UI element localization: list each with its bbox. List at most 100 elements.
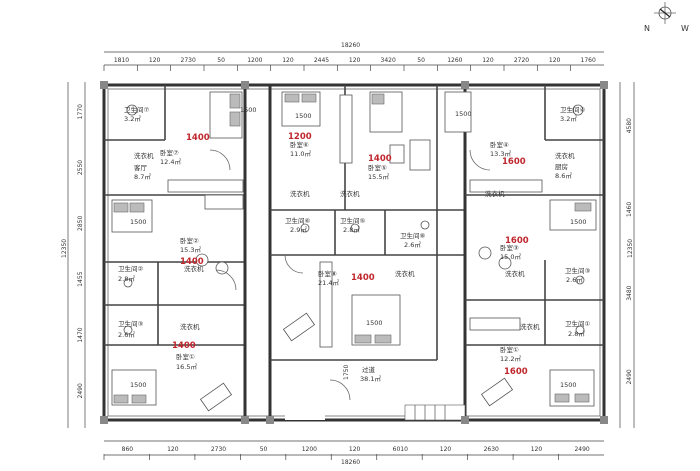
toilet-icon	[126, 104, 138, 116]
toilet-icon	[420, 220, 430, 230]
bed-size: 1500	[366, 319, 383, 327]
dim-top-value: 2445	[314, 57, 329, 64]
bed-size: 1500	[295, 112, 312, 120]
room-name: 卫生间③	[565, 266, 591, 275]
dim-bottom-value: 120	[440, 446, 452, 453]
dim-top-value: 1760	[581, 57, 596, 64]
dim-top-value: 2720	[514, 57, 529, 64]
room-name: 过道	[362, 365, 376, 374]
dim-bottom-value: 1200	[302, 446, 317, 453]
bed-width: 1400	[180, 257, 204, 267]
toilet-icon	[123, 325, 133, 335]
room-area: 2.9㎡	[290, 225, 307, 234]
bed-width: 1600	[504, 367, 528, 377]
room-area: 12.4㎡	[160, 157, 181, 166]
outer-walls	[102, 83, 606, 422]
chair-icon	[478, 246, 492, 260]
dim-top-value: 2730	[181, 57, 196, 64]
room-name: 卧室⑤	[368, 163, 387, 172]
chair-icon	[215, 261, 229, 275]
bed-icon	[444, 91, 472, 133]
bed-width: 1400	[368, 154, 392, 164]
washer-label: 洗衣机	[290, 189, 310, 198]
dim-right-value: 1460	[626, 202, 633, 217]
washer-label: 洗衣机	[134, 151, 154, 160]
room-name: 卫生间⑦	[124, 105, 150, 114]
room-name: 卫生间②	[118, 264, 144, 273]
dim-left-value: 1455	[77, 271, 84, 286]
dim-top-value: 1200	[247, 57, 262, 64]
interior-walls	[104, 85, 604, 421]
dim-right-value: 4580	[626, 118, 633, 133]
room-name: 卧室②	[180, 236, 199, 245]
dim-bottom-value: 50	[260, 446, 268, 453]
dim-top-value: 1260	[447, 57, 462, 64]
room-area: 15.0㎡	[500, 252, 521, 261]
room-area: 12.2㎡	[500, 354, 521, 363]
room-name: 卧室①	[500, 345, 519, 354]
dim-bottom-value: 120	[531, 446, 543, 453]
dim-top-value: 50	[417, 57, 425, 64]
dim-top-value: 120	[149, 57, 161, 64]
room-name: 客厅	[134, 163, 148, 172]
bed-size: 1500	[560, 381, 577, 389]
right-total-dim: 12350	[627, 239, 634, 258]
washer-label: 洗衣机	[520, 322, 540, 331]
toilet-icon	[300, 223, 310, 233]
room-name: 卫生间④	[560, 105, 586, 114]
dim-bottom-value: 860	[122, 446, 134, 453]
columns	[100, 81, 608, 424]
room-area: 8.6㎡	[555, 171, 572, 180]
bed-size: 1500	[240, 106, 257, 114]
room-labels: 卫生间⑦ 3.2㎡ 卧室⑦ 12.4㎡ 1400 客厅 8.7㎡ 卧室⑥ 11.…	[118, 105, 591, 389]
dim-bottom-value: 6010	[393, 446, 408, 453]
overall-dim-bottom: 18260	[341, 459, 360, 466]
left-total-dim: 12350	[61, 239, 68, 258]
side-dimensions: 12350 12350 1770255028501455147024904580…	[61, 82, 635, 428]
dim-top-value: 1810	[114, 57, 129, 64]
washer-label: 洗衣机	[395, 269, 415, 278]
room-name: 卫生间⑧	[400, 231, 426, 240]
room-area: 15.5㎡	[368, 172, 389, 181]
bed-width: 1400	[172, 341, 196, 351]
washer-label: 洗衣机	[184, 264, 204, 273]
dim-left-value: 2850	[77, 216, 84, 231]
toilet-icon	[575, 325, 585, 335]
bed-width: 1600	[505, 236, 529, 246]
sofa-icon	[409, 139, 431, 171]
room-name: 卧室④	[490, 140, 509, 149]
room-name: 卧室①	[176, 352, 195, 361]
chair-icon	[498, 256, 512, 270]
dim-right-value: 2490	[626, 369, 633, 384]
dim-right-value: 3480	[626, 285, 633, 300]
room-area: 2.6㎡	[404, 240, 421, 249]
dim-bottom-value: 120	[167, 446, 179, 453]
dim-bottom-value: 2730	[211, 446, 226, 453]
room-name: 卧室⑥	[290, 140, 309, 149]
lounge-chair-icon	[282, 312, 316, 342]
bed-size: 1500	[570, 218, 587, 226]
room-name: 厨房	[555, 162, 568, 171]
lounge-chair-icon	[199, 382, 233, 412]
dim-left-value: 1470	[77, 327, 84, 342]
room-area: 38.1㎡	[360, 374, 381, 383]
toilet-icon	[572, 104, 584, 116]
room-area: 21.4㎡	[318, 278, 339, 287]
room-name: 卫生间⑥	[285, 216, 311, 225]
dim-top-value: 50	[217, 57, 225, 64]
compass-w: W	[681, 24, 689, 33]
toilet-icon	[123, 278, 133, 288]
room-area: 2.6㎡	[566, 275, 583, 284]
bed-width: 1400	[351, 273, 375, 283]
dim-bottom-value: 2490	[574, 446, 589, 453]
room-area: 2.6㎡	[118, 330, 135, 339]
bed-size: 1500	[130, 218, 147, 226]
dim-top-value: 3420	[381, 57, 396, 64]
room-area: 3.2㎡	[124, 114, 141, 123]
room-area: 2.8㎡	[343, 225, 360, 234]
room-area: 2.8㎡	[118, 274, 135, 283]
dim-top-value: 120	[482, 57, 494, 64]
